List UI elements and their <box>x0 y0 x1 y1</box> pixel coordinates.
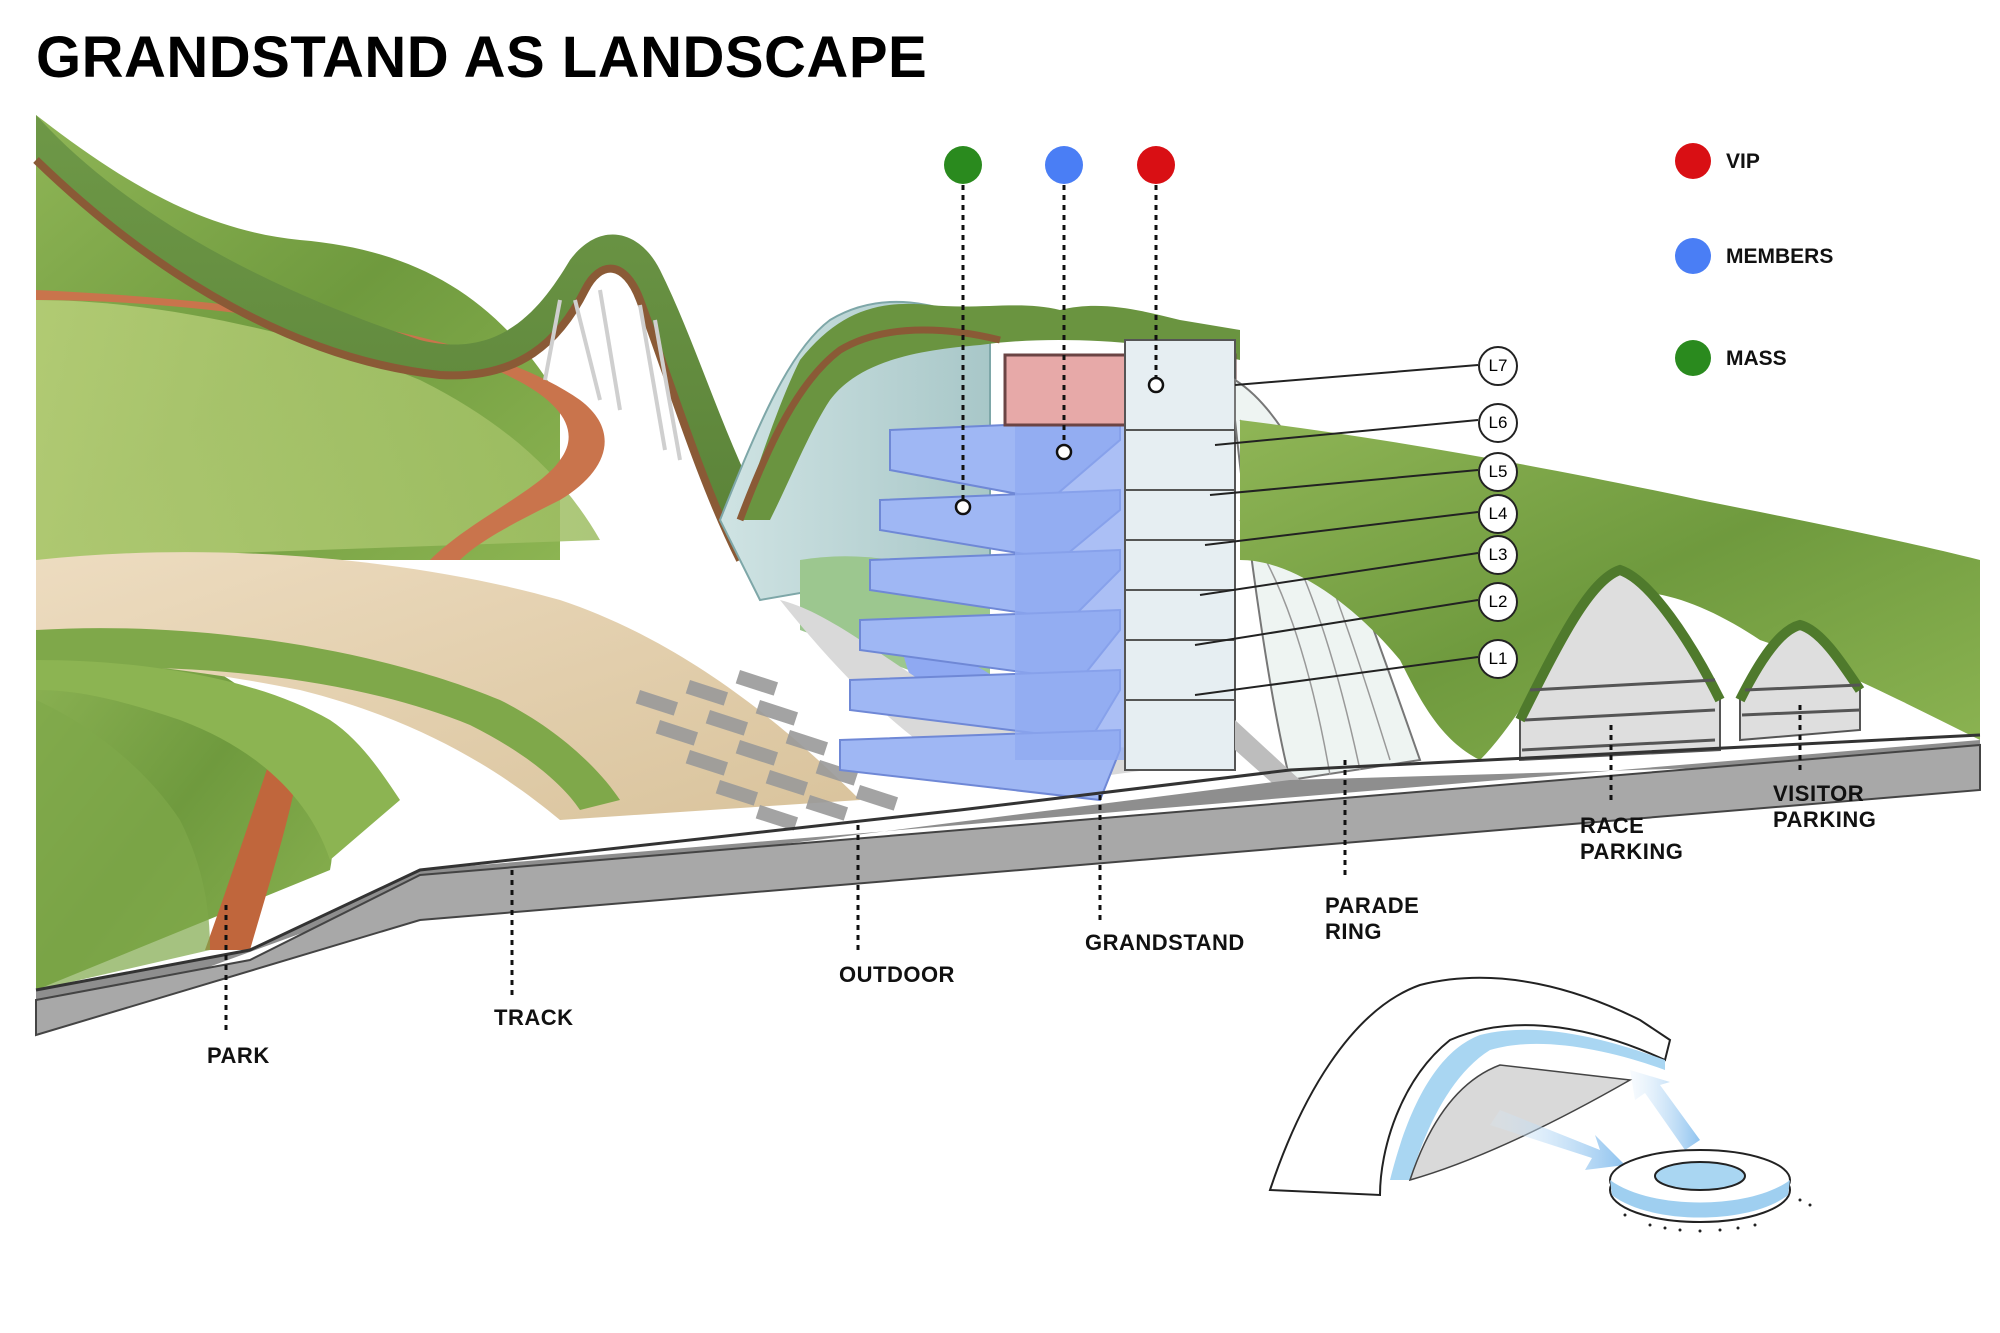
page-title: GRANDSTAND AS LANDSCAPE <box>36 25 928 90</box>
race-parking-roof <box>1515 564 1725 723</box>
zone-leaders <box>224 185 1802 1035</box>
visitor-parking-label-line1: VISITOR <box>1773 781 1865 806</box>
level-label: L3 <box>1488 545 1508 564</box>
inset-stadium-bowl <box>1654 1161 1746 1191</box>
level-label: L5 <box>1488 462 1508 481</box>
inset-ribbon <box>1268 976 1672 1197</box>
roof-ribbon-left <box>36 115 780 560</box>
inset-stadium-band <box>1610 1180 1790 1218</box>
section-ground-edge <box>35 733 1981 992</box>
core-floor-lines <box>1125 429 1235 701</box>
park-grass-lower <box>36 700 210 990</box>
track-grass-strip <box>36 628 620 810</box>
level-l3: L3 <box>1478 535 1518 575</box>
parade-ring-label-line2: RING <box>1325 919 1382 944</box>
grandstand-label: GRANDSTAND <box>1085 930 1245 955</box>
level-l2: L2 <box>1478 582 1518 622</box>
level-label: L2 <box>1488 592 1508 611</box>
members-pin <box>1045 146 1083 184</box>
parade-ring-seats <box>1235 720 1300 790</box>
inset-arrow-down <box>1490 1110 1625 1170</box>
mass-pin <box>944 146 982 184</box>
track-grass-inner <box>36 660 400 860</box>
level-l1: L1 <box>1478 639 1518 679</box>
level-label: L7 <box>1488 356 1508 375</box>
legend-vip-swatch <box>1675 143 1711 179</box>
inset-arrow-up <box>1630 1070 1700 1150</box>
park-label: PARK <box>207 1043 270 1068</box>
level-l4: L4 <box>1478 494 1518 534</box>
level-l7: L7 <box>1478 346 1518 386</box>
section-cut-band <box>35 743 1981 1037</box>
inset-dots <box>1623 1198 1812 1233</box>
level-label: L6 <box>1488 413 1508 432</box>
legend-members-label: MEMBERS <box>1726 245 1834 268</box>
parade-ring-label-line1: PARADE <box>1325 893 1420 918</box>
race-parking-decks <box>1521 678 1716 752</box>
level-leaders <box>1194 364 1479 696</box>
visitor-parking-roof <box>1735 619 1865 703</box>
outdoor-label: OUTDOOR <box>839 962 955 987</box>
track-label: TRACK <box>494 1005 574 1030</box>
inset-diagram <box>1268 976 1812 1233</box>
legend-vip-label: VIP <box>1726 150 1760 173</box>
park-dirt-path <box>205 760 300 950</box>
inset-ribbon-blue <box>1390 1029 1665 1180</box>
mass-marker <box>954 498 972 516</box>
legend-mass-label: MASS <box>1726 347 1787 370</box>
level-l5: L5 <box>1478 452 1518 492</box>
legend-members-swatch <box>1675 238 1711 274</box>
visitor-parking-label-line2: PARKING <box>1773 807 1877 832</box>
visitor-parking-decks <box>1741 683 1861 717</box>
level-label: L4 <box>1488 504 1508 523</box>
vertical-core <box>1124 339 1236 771</box>
roof-supports <box>543 289 682 461</box>
race-parking-label-line2: PARKING <box>1580 839 1684 864</box>
race-parking-label-line1: RACE <box>1580 813 1645 838</box>
vip-pin <box>1137 146 1175 184</box>
legend-mass-swatch <box>1675 340 1711 376</box>
members-marker <box>1055 443 1073 461</box>
level-l6: L6 <box>1478 403 1518 443</box>
grandstand-roof-top <box>740 303 1240 520</box>
outdoor-seating <box>635 670 899 831</box>
grandstand-roof-edge <box>736 326 1001 522</box>
members-core <box>1015 420 1125 760</box>
park-hill-light <box>36 300 600 560</box>
roof-ribbon-edge <box>33 157 744 562</box>
level-label: L1 <box>1488 649 1508 668</box>
vip-marker <box>1147 376 1165 394</box>
